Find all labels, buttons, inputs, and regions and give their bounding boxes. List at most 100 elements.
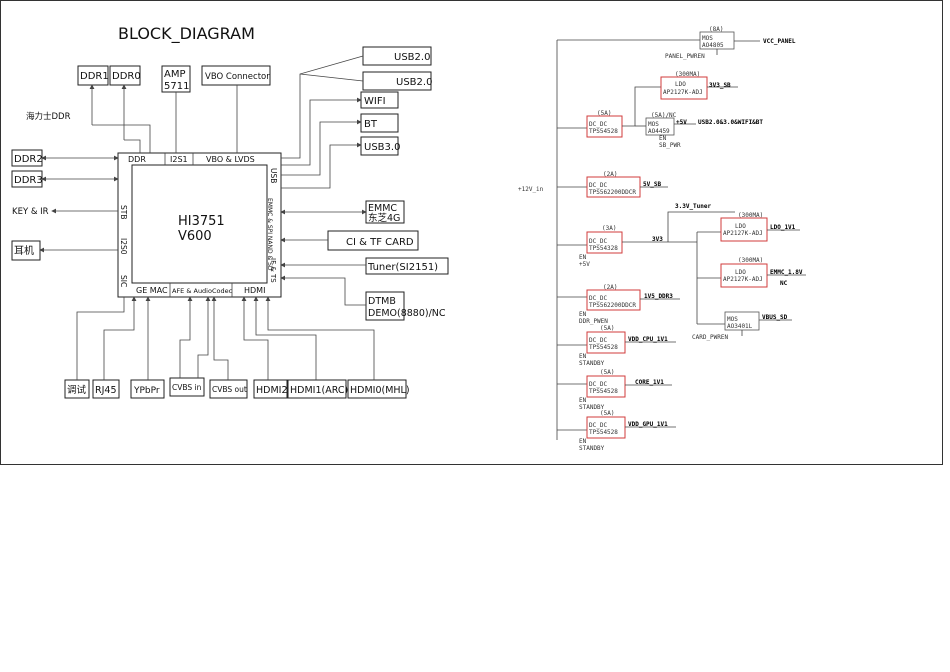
- hdmi0-block: HDMI0(MHL): [347, 379, 410, 399]
- ldo-emmc-part: AP2127K-ADJ: [723, 276, 763, 283]
- soc-port-afe: AFE & AudioCodec: [172, 287, 233, 295]
- mos-usb-en-label: EN: [659, 135, 667, 142]
- hdmi1-label: HDMI1(ARC): [290, 385, 348, 396]
- key-ir-label: KEY & IR: [12, 207, 49, 217]
- rj45-label: RJ45: [95, 385, 117, 396]
- mos-usb: (5A)/NC MOS AO4459 +5V USB2.0&3.0&WIFI&B…: [645, 112, 763, 149]
- ldo-1v1-out: LDO_1V1: [770, 224, 796, 231]
- ldo-3v3sb-type: LDO: [675, 81, 686, 88]
- cvbs-out-label: CVBS out: [212, 385, 247, 394]
- right-wires: [280, 55, 367, 306]
- hynix-ddr-note: 海力士DDR: [26, 111, 71, 122]
- dcdc-3v3-en-label: EN: [579, 254, 587, 261]
- ci-tf-block: CI & TF CARD: [327, 230, 419, 251]
- mos-usb-v: +5V: [676, 119, 687, 126]
- usb2-b-block: USB2.0: [362, 71, 432, 91]
- dcdc-ddr-en-label: EN: [579, 311, 587, 318]
- soc-port-i2s0: I2S0: [119, 238, 128, 255]
- dtmb-block: DTMB DEMO(8880)/NC: [365, 291, 446, 321]
- soc-port-vbo: VBO & LVDS: [206, 155, 255, 164]
- dcdc-gpu-part: TPS54528: [589, 429, 618, 436]
- dcdc-3v3-part: TPS54328: [589, 245, 618, 252]
- ddr1-label: DDR1: [80, 71, 109, 82]
- soc-port-stb: STB: [119, 205, 128, 220]
- usb3-block: USB3.0: [360, 136, 400, 156]
- soc-port-ddr: DDR: [128, 155, 146, 164]
- mos-vbus-type: MOS: [727, 316, 738, 323]
- ypbpr-label: YPbPr: [133, 386, 160, 396]
- amp-block: AMP 5711: [161, 65, 191, 93]
- dcdc-ddr-rating: (2A): [603, 284, 617, 291]
- ldo-emmc-note: NC: [780, 280, 788, 287]
- dcdc-5v-type: DC_DC: [589, 121, 607, 128]
- ldo-3v3sb-part: AP2127K-ADJ: [663, 89, 703, 96]
- wifi-label: WIFI: [364, 96, 386, 107]
- mos-usb-type: MOS: [648, 121, 659, 128]
- sheet-border: [0, 0, 943, 465]
- mos-usb-part: AO4459: [648, 128, 670, 135]
- soc-port-hdmi: HDMI: [244, 286, 265, 295]
- dcdc-ddr-part: TPS562200DDCR: [589, 302, 636, 309]
- cvbs-in-block: CVBS in: [169, 377, 205, 397]
- dcdc-gpu-rating: (5A): [600, 410, 614, 417]
- dcdc-3v3-out: 3V3: [652, 236, 663, 243]
- amp-label-2: 5711: [164, 81, 189, 92]
- dcdc-cpu-part: TPS54528: [589, 344, 618, 351]
- power-tree: +12V_in (8A) MOS AO4805 VCC_PANEL PANEL_…: [518, 26, 806, 452]
- ddr2-label: DDR2: [14, 154, 43, 165]
- usb3-label: USB3.0: [364, 142, 400, 153]
- left-wires: [39, 84, 375, 380]
- dcdc-ddr: (2A) DC_DC TPS562200DDCR 1V5_DDR3 EN DDR…: [579, 284, 680, 325]
- ldo-1v1-part: AP2127K-ADJ: [723, 230, 763, 237]
- ldo-3v3sb-out: 3V3_SB: [709, 82, 731, 89]
- usb2-a-block: USB2.0: [362, 46, 432, 66]
- dcdc-cpu: (5A) DC_DC TPS54528 VDD_CPU_1V1 EN STAND…: [579, 325, 676, 367]
- dtmb-label-2: DEMO(8880)/NC: [368, 308, 446, 319]
- dcdc-cpu-out: VDD_CPU_1V1: [628, 336, 668, 343]
- dcdc-cpu-type: DC_DC: [589, 337, 607, 344]
- cvbs-out-block: CVBS out: [209, 379, 248, 399]
- dcdc-gpu-type: DC_DC: [589, 422, 607, 429]
- dcdc-5vsb-type: DC_DC: [589, 182, 607, 189]
- power-input-label: +12V_in: [518, 186, 544, 193]
- dcdc-cpu-en-label: EN: [579, 353, 587, 360]
- rj45-block: RJ45: [92, 379, 120, 399]
- dcdc-core-en: STANDBY: [579, 404, 605, 411]
- dcdc-5v: (5A) DC_DC TPS54528: [586, 86, 661, 138]
- mos-vbus-part: AO3401L: [727, 323, 753, 330]
- dcdc-5v-rating: (5A): [597, 110, 611, 117]
- dcdc-3v3-type: DC_DC: [589, 238, 607, 245]
- dcdc-gpu-out: VDD_GPU_1V1: [628, 421, 668, 428]
- tuner-label: Tuner(SI2151): [367, 262, 438, 273]
- dcdc-5vsb-rating: (2A): [603, 171, 617, 178]
- emmc-label-1: EMMC: [368, 203, 397, 214]
- dcdc-core-type: DC_DC: [589, 381, 607, 388]
- mos-usb-rating: (5A)/NC: [651, 112, 677, 119]
- soc-block: HI3751 V600 DDR I2S1 VBO & LVDS GE MAC A…: [117, 152, 282, 298]
- soc-port-ge-mac: GE MAC: [136, 286, 168, 295]
- ypbpr-block: YPbPr: [130, 379, 165, 399]
- ddr1-block: DDR1: [77, 65, 109, 86]
- usb2-b-label: USB2.0: [396, 77, 432, 88]
- debug-block: 调试: [64, 379, 90, 399]
- ldo-1v1-type: LDO: [735, 223, 746, 230]
- soc-port-i2s1: I2S1: [170, 155, 188, 164]
- dcdc-5vsb-out: 5V_SB: [643, 181, 661, 188]
- hdmi2-label: HDMI2: [256, 385, 288, 396]
- dcdc-ddr-out: 1V5_DDR3: [644, 293, 673, 300]
- mos-panel-en: PANEL_PWREN: [665, 53, 705, 60]
- mos-vbus-out: VBUS_SD: [762, 314, 788, 321]
- ci-tf-label: CI & TF CARD: [346, 237, 414, 248]
- soc-port-sic: SIC: [119, 275, 128, 287]
- earphone-label: 耳机: [14, 244, 34, 257]
- dcdc-gpu-en-label: EN: [579, 438, 587, 445]
- soc-port-if-ts: IF & TS: [269, 258, 277, 283]
- dcdc-5v-part: TPS54528: [589, 128, 618, 135]
- ldo-emmc-rating: (300MA): [738, 257, 763, 264]
- tuner-rail-label: 3.3V_Tuner: [675, 203, 712, 210]
- soc-port-usb: USB: [269, 168, 278, 183]
- page-title: BLOCK_DIAGRAM: [118, 24, 255, 44]
- dcdc-5vsb: (2A) DC_DC TPS562200DDCR 5V_SB: [586, 171, 668, 198]
- dcdc-core-rating: (5A): [600, 369, 614, 376]
